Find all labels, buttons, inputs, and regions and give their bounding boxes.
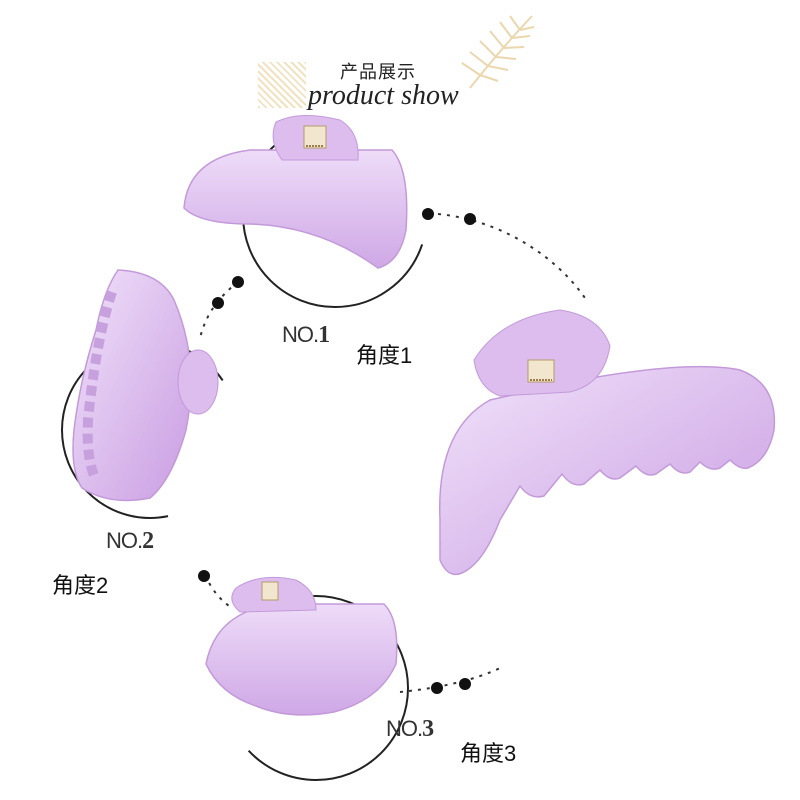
view-2-number: NO.2 [106, 528, 155, 554]
connector-line-4 [399, 667, 501, 693]
view-3-number: NO.3 [386, 716, 435, 742]
clip-view-1 [183, 114, 408, 269]
view-2-angle-label: 角度2 [52, 573, 109, 598]
view-3-angle-label: 角度3 [460, 741, 517, 766]
connector-line-3 [204, 574, 233, 609]
dot [422, 208, 434, 220]
dot [232, 276, 244, 288]
view-1-number: NO.1 [282, 322, 331, 348]
palm-leaf-icon [461, 15, 535, 89]
clip-main-view [438, 309, 776, 576]
dot [212, 297, 224, 309]
clip-view-3 [205, 576, 398, 716]
hatch-pattern-icon [258, 62, 306, 108]
clip-view-2 [72, 269, 219, 502]
dot [459, 678, 471, 690]
section-title-cn: 产品展示 [340, 62, 416, 82]
view-1-angle-label: 角度1 [356, 343, 413, 368]
connector-line-1 [437, 213, 586, 299]
dot [464, 213, 476, 225]
dot [198, 570, 210, 582]
connector-line-2 [199, 281, 239, 339]
section-title-en: product show [308, 80, 459, 111]
view-3-frame [223, 595, 409, 781]
dot [431, 682, 443, 694]
